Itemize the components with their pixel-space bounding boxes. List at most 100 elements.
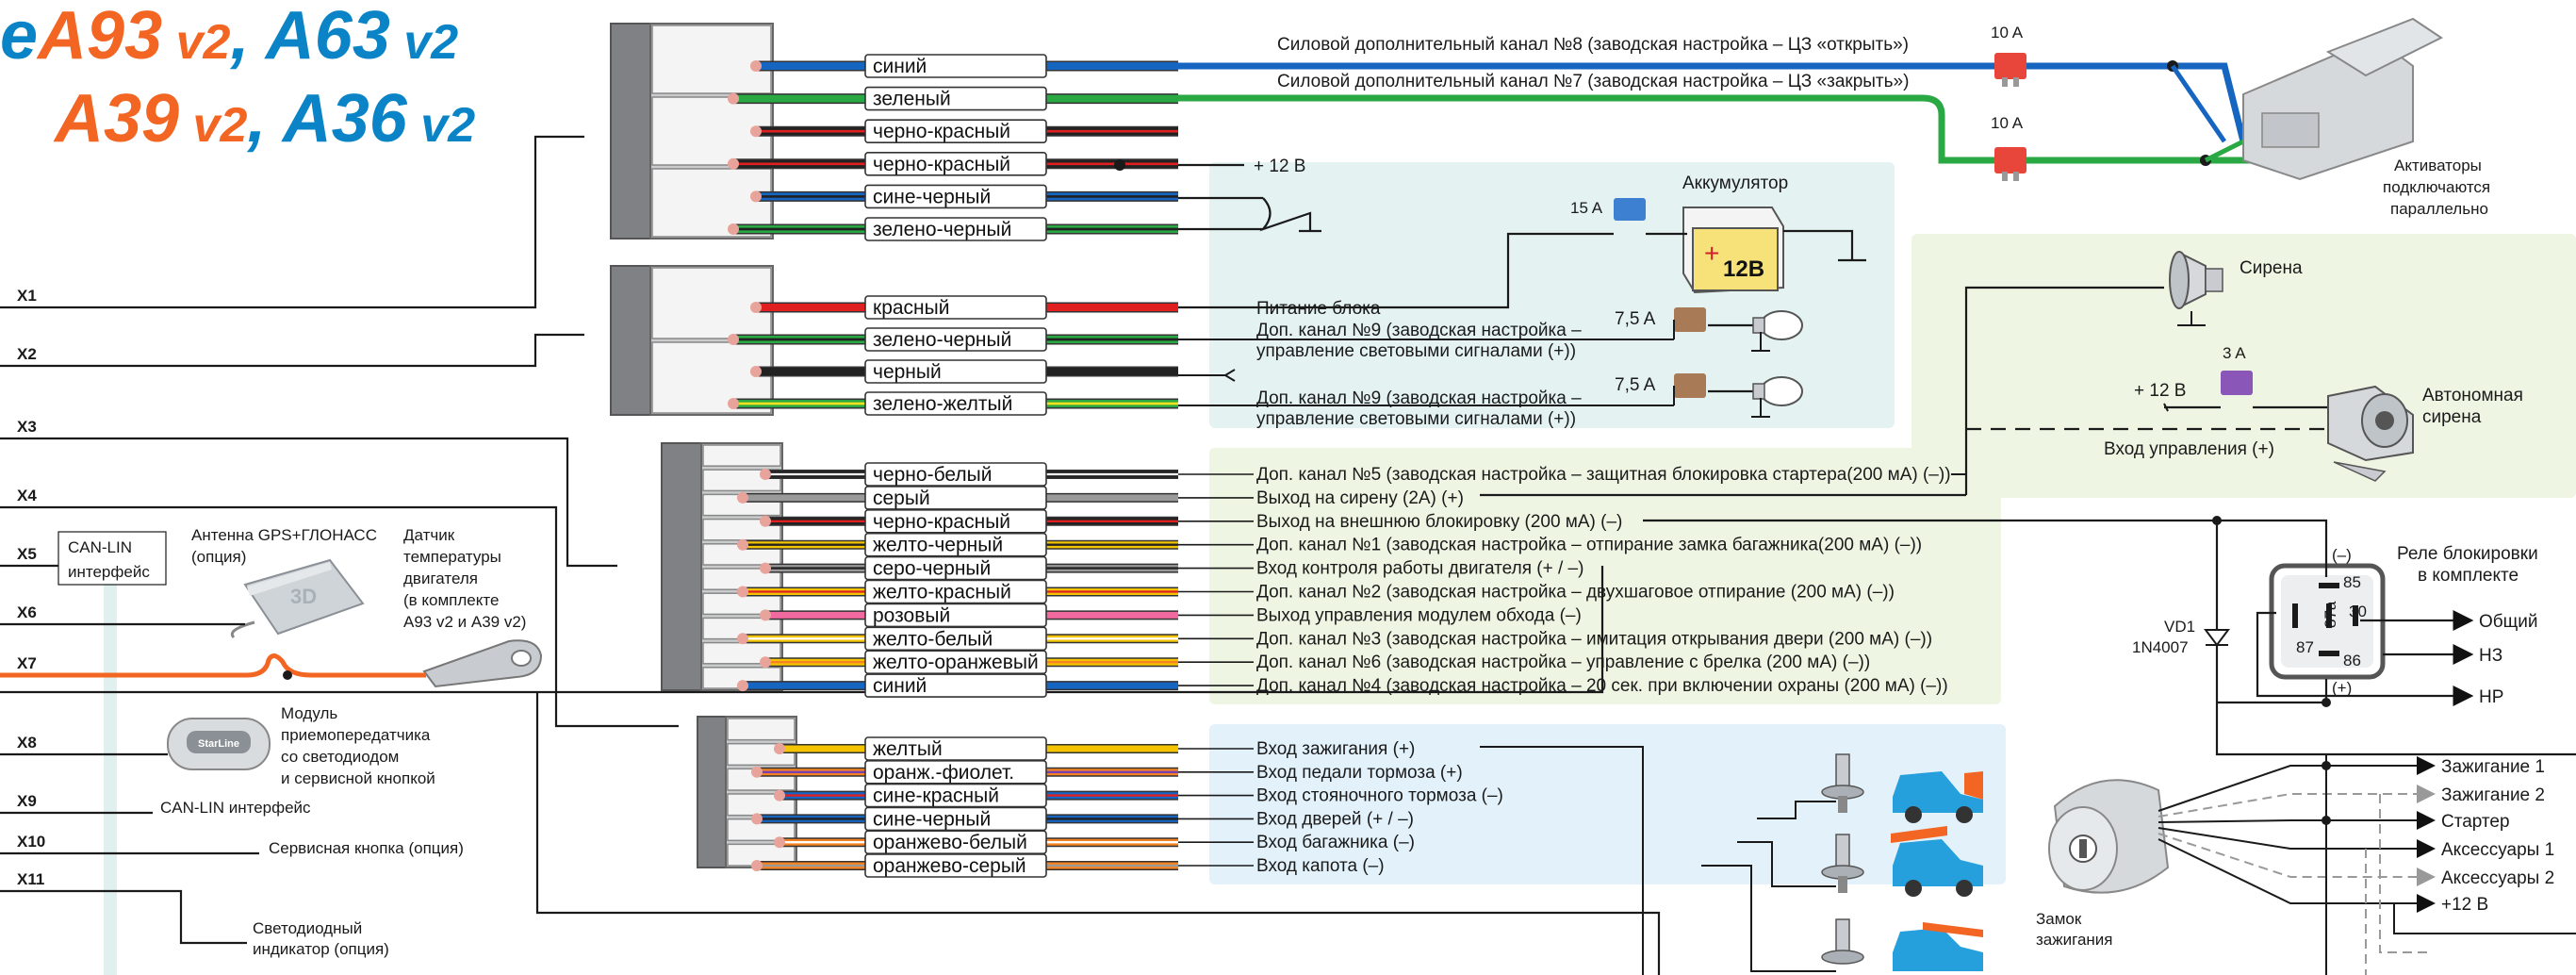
relay-out-common: Общий <box>2479 612 2538 632</box>
connector-label-x10: X10 <box>17 833 45 851</box>
ignition-output-3: Аксессуары 1 <box>2441 840 2554 860</box>
conn3-desc-8: Доп. канал №6 (заводская настройка – упр… <box>1256 653 1870 672</box>
conn4-desc-0: Вход зажигания (+) <box>1256 739 1415 759</box>
module-label-3: со светодиодом <box>281 748 399 766</box>
auto-siren-title-2: сирена <box>2422 407 2482 427</box>
wire-label-conn4-5: оранжево-серый <box>873 855 1026 877</box>
fuse-3a: 3 A <box>2221 344 2253 395</box>
temp-sensor-icon <box>422 639 543 688</box>
svg-text:87: 87 <box>2296 638 2314 656</box>
conn3-desc-2: Выход на внешнюю блокировку (200 мА) (–) <box>1256 512 1622 532</box>
ch9a-line1: Доп. канал №9 (заводская настройка – <box>1256 321 1582 340</box>
gps-label-1: Антенна GPS+ГЛОНАСС <box>191 526 377 544</box>
wire-label-conn3-3: желто-черный <box>873 535 1003 556</box>
conn3-desc-6: Выход управления модулем обхода (–) <box>1256 605 1582 625</box>
svg-text:StarLine: StarLine <box>198 738 239 750</box>
relay-plus: (+) <box>2332 679 2352 697</box>
connector-label-x2: X2 <box>17 345 37 363</box>
actuators-label-3: параллельно <box>2390 200 2488 218</box>
wire-label-conn3-5: желто-красный <box>873 582 1011 603</box>
svg-text:3D: 3D <box>290 585 317 608</box>
ignition-title-2: зажигания <box>2036 931 2113 949</box>
svg-text:15 A: 15 A <box>1570 199 1603 217</box>
wire-label-conn3-8: желто-оранжевый <box>873 652 1039 673</box>
wire-label-conn3-6: розовый <box>873 604 950 626</box>
connector-label-x11: X11 <box>17 870 44 888</box>
conn4-desc-2: Вход стояночного тормоза (–) <box>1256 786 1503 806</box>
temp-sensor-label-4: (в комплекте <box>403 591 499 609</box>
connector-label-x4: X4 <box>17 487 37 504</box>
lamp-icon-1 <box>1708 310 1803 352</box>
fuse-10a-top: 10 A <box>1991 24 2026 87</box>
svg-text:86: 86 <box>2343 652 2361 669</box>
svg-text:10 A: 10 A <box>1991 114 2024 132</box>
connector-label-x9: X9 <box>17 792 37 810</box>
svg-text:7,5 A: 7,5 A <box>1615 309 1656 329</box>
svg-text:85: 85 <box>2343 573 2361 591</box>
ignition-output-2: Стартер <box>2441 812 2510 832</box>
service-button-label: Сервисная кнопка (опция) <box>269 839 464 857</box>
led-label-2: индикатор (опция) <box>253 940 389 958</box>
conn3-desc-3: Доп. канал №1 (заводская настройка – отп… <box>1256 536 1922 555</box>
relay-group: Реле блокировки в комплекте 85 30 87a 87… <box>1643 516 2576 756</box>
module-label-2: приемопередатчика <box>281 726 431 744</box>
temp-sensor-label-5: A93 v2 и A39 v2) <box>403 613 526 631</box>
ignition-title-1: Замок <box>2036 910 2082 928</box>
fuse-7-5a-1: 7,5 A <box>1615 307 1706 332</box>
svg-text:87a: 87a <box>2322 601 2339 628</box>
trunk-switch-icon <box>1821 834 1864 893</box>
svg-text:12В: 12В <box>1723 256 1764 282</box>
wire-label-conn1-2: черно-красный <box>873 121 1010 142</box>
ch8-desc: Силовой дополнительный канал №8 (заводск… <box>1277 35 1909 55</box>
module-icon: StarLine <box>167 718 271 770</box>
ch9a-line2: управление световыми сигналами (+)) <box>1256 341 1576 361</box>
relay-minus: (–) <box>2332 546 2352 564</box>
connector-label-x8: X8 <box>17 734 37 752</box>
connector-4: желтыйоранж.-фиолет.сине-красныйсине-чер… <box>697 716 1178 878</box>
wire-label-conn3-9: синий <box>873 675 927 697</box>
wire-label-conn2-3: зелено-желтый <box>873 393 1012 415</box>
ignition-output-1: Зажигание 2 <box>2441 785 2545 805</box>
wire-label-conn2-0: красный <box>873 297 949 319</box>
wire-label-conn4-1: оранж.-фиолет. <box>873 762 1014 784</box>
siren-icon <box>2169 251 2223 326</box>
left-components: CAN-LIN интерфейс Антенна GPS+ГЛОНАСС (о… <box>0 135 1661 975</box>
temp-sensor-label-1: Датчик <box>403 526 455 544</box>
wire-label-conn1-0: синий <box>873 56 927 77</box>
canlin-box-line2: интерфейс <box>68 563 150 581</box>
battery-title: Аккумулятор <box>1682 174 1788 193</box>
conn3-desc-5: Доп. канал №2 (заводская настройка – дву… <box>1256 583 1895 603</box>
connector-label-x7: X7 <box>17 654 37 672</box>
relay-out-no: НР <box>2479 687 2503 707</box>
wire-label-conn1-1: зеленый <box>873 89 951 110</box>
conn4-desc-4: Вход багажника (–) <box>1256 833 1415 852</box>
actuators-label-2: подключаются <box>2383 178 2490 196</box>
ch7-desc: Силовой дополнительный канал №7 (заводск… <box>1277 72 1909 91</box>
wire-label-conn3-1: серый <box>873 488 930 509</box>
conn4-desc-5: Вход капота (–) <box>1256 856 1385 876</box>
conn3-desc-9: Доп. канал №4 (заводская настройка – 20 … <box>1256 676 1948 696</box>
actuator-icon <box>2242 17 2443 181</box>
outputs-panel <box>1209 448 2001 704</box>
connector-label-x1: X1 <box>17 287 37 305</box>
connector-label-x5: X5 <box>17 545 37 563</box>
lamp-icon-2 <box>1708 376 1803 418</box>
wire-label-conn3-4: серо-черный <box>873 558 991 580</box>
wire-label-conn2-1: зелено-черный <box>873 329 1011 351</box>
canlin-strip <box>104 585 117 975</box>
gps-antenna-icon: 3D <box>230 558 365 639</box>
fuse-15a: 15 A <box>1570 198 1646 221</box>
wire-label-conn1-3: черно-красный <box>873 154 1010 175</box>
module-label-4: и сервисной кнопкой <box>281 769 435 787</box>
wire-label-conn3-0: черно-белый <box>873 464 992 486</box>
hood-switch-icon <box>1821 918 1864 965</box>
gps-label-2: (опция) <box>191 548 246 566</box>
auto-siren-icon <box>2327 385 2414 482</box>
svg-text:30: 30 <box>2349 603 2367 620</box>
car-hood-icon <box>1893 922 1983 971</box>
svg-text:+: + <box>1704 239 1719 268</box>
siren-group: Сирена Автономная сирена 3 A + 12 В Вход… <box>1480 251 2523 497</box>
